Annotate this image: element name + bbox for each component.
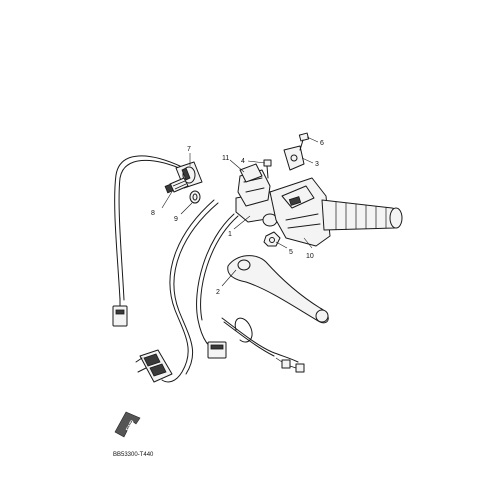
fwd-label: FWD bbox=[125, 419, 136, 432]
callout-1: 1 bbox=[228, 231, 232, 238]
callout-11: 11 bbox=[222, 155, 229, 162]
callout-6: 6 bbox=[320, 140, 324, 147]
connector-block-lower-left bbox=[135, 349, 173, 383]
clutch-lever bbox=[227, 255, 329, 324]
callout-8: 8 bbox=[151, 210, 155, 217]
bolt-8 bbox=[164, 177, 189, 194]
connector-small-right bbox=[275, 357, 305, 373]
diagram-code: BB53300-T440 bbox=[113, 452, 154, 458]
callout-5: 5 bbox=[289, 249, 293, 256]
callout-labels: 1 2 3 4 5 6 7 8 9 10 11 bbox=[151, 140, 324, 296]
nut-5 bbox=[263, 231, 281, 247]
bracket-3 bbox=[283, 145, 305, 171]
callout-7: 7 bbox=[187, 146, 191, 153]
handlebar-switch bbox=[269, 177, 331, 247]
connector-middle bbox=[207, 341, 227, 359]
leader-lines bbox=[161, 136, 319, 287]
fwd-arrow-icon: FWD bbox=[114, 411, 141, 438]
callout-9: 9 bbox=[174, 216, 178, 223]
handlebar-grip bbox=[321, 199, 403, 231]
callout-2: 2 bbox=[216, 289, 220, 296]
callout-10: 10 bbox=[306, 253, 314, 260]
wire-harness bbox=[114, 155, 299, 383]
callout-4: 4 bbox=[241, 158, 245, 165]
connector-upper-left bbox=[112, 297, 128, 327]
washer-9 bbox=[189, 190, 201, 204]
callout-3: 3 bbox=[315, 161, 319, 168]
bolt-6 bbox=[298, 132, 310, 151]
holder-bracket-11 bbox=[239, 163, 263, 183]
